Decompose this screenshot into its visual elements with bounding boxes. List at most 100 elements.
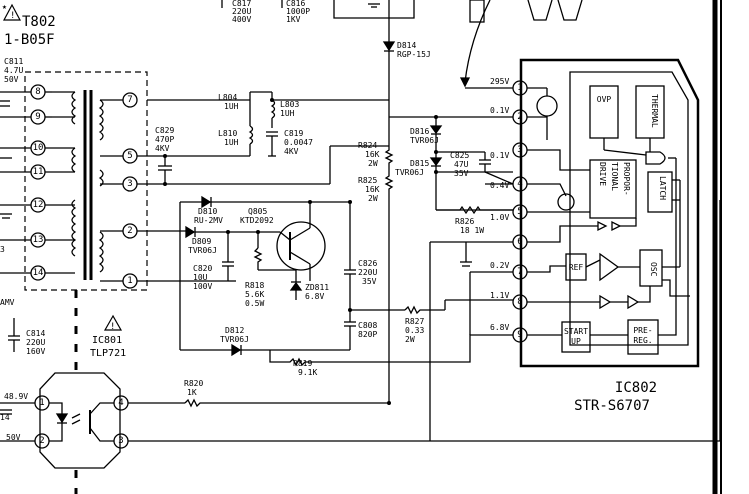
primary-winding	[71, 147, 77, 173]
zd811-value: 6.8V	[305, 292, 324, 301]
d809-ref: D809	[192, 237, 211, 246]
latch-block	[647, 171, 673, 213]
pin-label: 4	[517, 179, 522, 189]
r819-ref: R819	[293, 359, 312, 368]
c811-value: 4.7U	[4, 66, 23, 75]
start-label-2: UP	[571, 337, 581, 346]
warning-triangle-icon	[3, 3, 21, 21]
drive-label-1: PROPOR-	[622, 162, 631, 196]
q805-ref: Q805	[248, 207, 267, 216]
pin-label: 10	[33, 143, 44, 153]
c808-ref: C808	[358, 321, 377, 330]
start-block	[561, 321, 591, 353]
c829: C829 470P 4KV	[137, 126, 389, 186]
r820-value: 1K	[187, 388, 197, 397]
pin-label: 2	[517, 112, 522, 122]
pin-label: 4	[118, 398, 123, 408]
primary-winding	[71, 199, 77, 257]
pin-label: 11	[33, 167, 44, 177]
ovp-block	[589, 85, 619, 139]
ic802: 1 2 3 4 5 6 7 8 9 295V 0.1V 0.1V 0.4V 1.…	[429, 58, 700, 441]
r827-ref: R827	[405, 317, 424, 326]
c826-ref: C826	[358, 259, 377, 268]
l810-ref: L810	[218, 129, 237, 138]
buffer	[611, 220, 622, 232]
c814-voltage: 160V	[26, 347, 45, 356]
pin-label: 3	[118, 436, 123, 446]
osc-block	[639, 249, 663, 287]
q805-region: D810 RU-2MV Q805 KTD2092 D809 TVR06J C82…	[137, 195, 377, 350]
star-mark: ★	[2, 2, 7, 11]
r824-watt: 2W	[368, 159, 378, 168]
pin4-voltage: 0.4V	[490, 181, 509, 190]
latch-label: LATCH	[658, 176, 667, 200]
prereg-label-1: PRE-	[633, 326, 652, 335]
c820-value: 10U	[193, 273, 208, 282]
ic802-mosfet	[536, 95, 558, 117]
pin-label: 9	[35, 112, 40, 122]
ic801-part: TLP721	[90, 348, 126, 359]
ic801-ref: IC801	[92, 335, 122, 346]
pin-label: 7	[517, 267, 522, 277]
transformer-part: 1-B05F	[4, 32, 55, 48]
l810-value: 1UH	[224, 138, 239, 147]
inductor-group: L804 1UH L803 1UH L810 1UH C819 0.0047 4…	[147, 91, 389, 157]
warning-triangle-icon	[103, 314, 123, 331]
drive-label-3: DRIVE	[598, 162, 607, 186]
pin9-voltage: 6.8V	[490, 323, 509, 332]
pin-label: 7	[127, 95, 132, 105]
pin3-voltage: 0.1V	[490, 151, 509, 160]
d814: D814 RGP-15J	[382, 0, 431, 146]
left-edge-fragments: C811 4.7U 50V 3 AMV 14 50V	[0, 57, 23, 442]
prereg-block	[627, 319, 659, 355]
pin7-voltage: 0.2V	[490, 261, 509, 270]
c811-voltage: 50V	[4, 75, 19, 84]
transformer-ref: T802	[22, 14, 56, 30]
pin-label: 2	[127, 226, 132, 236]
secondary-winding	[98, 231, 104, 273]
primary-winding	[71, 91, 77, 125]
c817-ref: C817	[232, 0, 251, 8]
ovp-label: OVP	[597, 95, 612, 104]
ic801-pin1-voltage: 48.9V	[4, 392, 28, 401]
c816-value: 1000P	[286, 7, 310, 16]
pin-label: 1	[39, 398, 44, 408]
c820-voltage: 100V	[193, 282, 212, 291]
r818-value: 5.6K	[245, 290, 264, 299]
warning-mark: !	[10, 11, 15, 21]
c814: C814 220U 160V	[8, 318, 45, 356]
prereg-label-2: REG.	[633, 336, 652, 345]
r824-ref: R824	[358, 141, 377, 150]
buffer	[627, 294, 640, 310]
comparator	[599, 252, 620, 282]
top-capacitors: C817 220U 400V C816 1000P 1KV	[221, 0, 583, 24]
r827-value: 0.33	[405, 326, 424, 335]
ic802-inner	[569, 71, 689, 346]
r818-ref: R818	[245, 281, 264, 290]
ic802-body	[519, 58, 700, 368]
edge-label-3: 3	[0, 245, 5, 254]
c826-value: 220U	[358, 268, 377, 277]
pin-label: 1	[127, 276, 132, 286]
d816-ref: D816	[410, 127, 429, 136]
d809-value: TVR06J	[188, 246, 217, 255]
ref-label: REF	[569, 263, 584, 272]
warning-mark: !	[110, 322, 115, 332]
and-gate	[645, 151, 666, 165]
drive-block	[589, 159, 637, 219]
r825-watt: 2W	[368, 194, 378, 203]
c811-ref: C811	[4, 57, 23, 66]
r825-value: 16K	[365, 185, 380, 194]
r824-value: 16K	[365, 150, 380, 159]
d812-value: TVR06J	[220, 335, 249, 344]
d810-value: RU-2MV	[194, 216, 223, 225]
pin-label: 3	[127, 179, 132, 189]
c819-voltage: 4KV	[284, 147, 299, 156]
pin5-voltage: 1.0V	[490, 213, 509, 222]
pin-label: 14	[33, 268, 44, 278]
pin-label: 9	[517, 330, 522, 340]
edge-label-14: 14	[0, 413, 10, 422]
pin-label: 6	[517, 237, 522, 247]
pin-label: 5	[127, 151, 132, 161]
